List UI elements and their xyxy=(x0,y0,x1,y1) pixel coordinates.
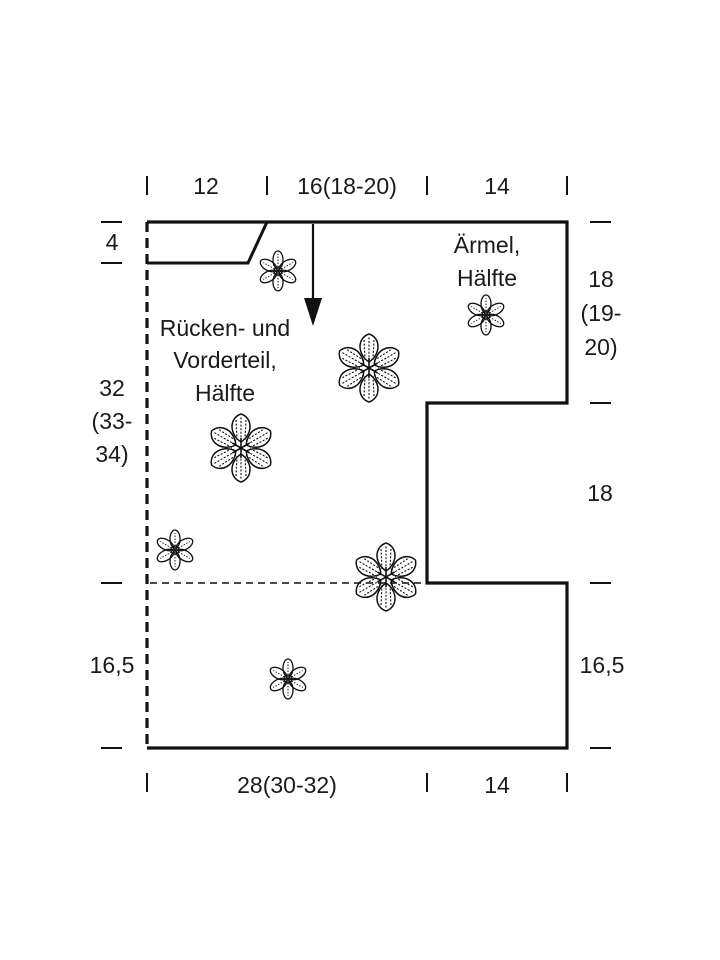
large-flower-icon xyxy=(351,542,421,612)
small-flower-icon xyxy=(257,250,299,292)
small-flower-icon xyxy=(154,529,196,571)
sleeve-piece-label-1: Ärmel, xyxy=(454,232,520,258)
small-flower-icon xyxy=(267,658,309,700)
dim-top-left: 12 xyxy=(193,173,219,199)
dim-right-lower: 16,5 xyxy=(580,652,625,678)
sleeve-piece-label-2: Hälfte xyxy=(457,265,517,291)
dim-right-upper-2: (19- xyxy=(581,300,622,326)
dim-bottom-right: 14 xyxy=(484,772,510,798)
dim-left-body-2: (33- xyxy=(92,408,133,434)
dim-right-upper-3: 20) xyxy=(584,334,617,360)
dim-left-neck: 4 xyxy=(106,229,119,255)
dim-top-right: 14 xyxy=(484,173,510,199)
dim-top-middle: 16(18-20) xyxy=(297,173,397,199)
dim-left-body-1: 32 xyxy=(99,375,125,401)
dim-left-body-3: 34) xyxy=(95,441,128,467)
small-flower-icon xyxy=(465,294,507,336)
body-piece-label-3: Hälfte xyxy=(195,380,255,406)
dim-right-upper-1: 18 xyxy=(588,266,614,292)
dim-right-middle: 18 xyxy=(587,480,613,506)
direction-arrow xyxy=(304,224,322,326)
large-flower-icon xyxy=(334,333,404,403)
dimension-ticks xyxy=(101,176,611,792)
large-flower-icon xyxy=(206,413,276,483)
dim-bottom-left: 28(30-32) xyxy=(237,772,337,798)
garment-outline xyxy=(147,220,569,750)
body-piece-label-2: Vorderteil, xyxy=(173,347,277,373)
dim-left-lower: 16,5 xyxy=(90,652,135,678)
body-piece-label-1: Rücken- und xyxy=(160,315,290,341)
neckline xyxy=(147,221,269,265)
